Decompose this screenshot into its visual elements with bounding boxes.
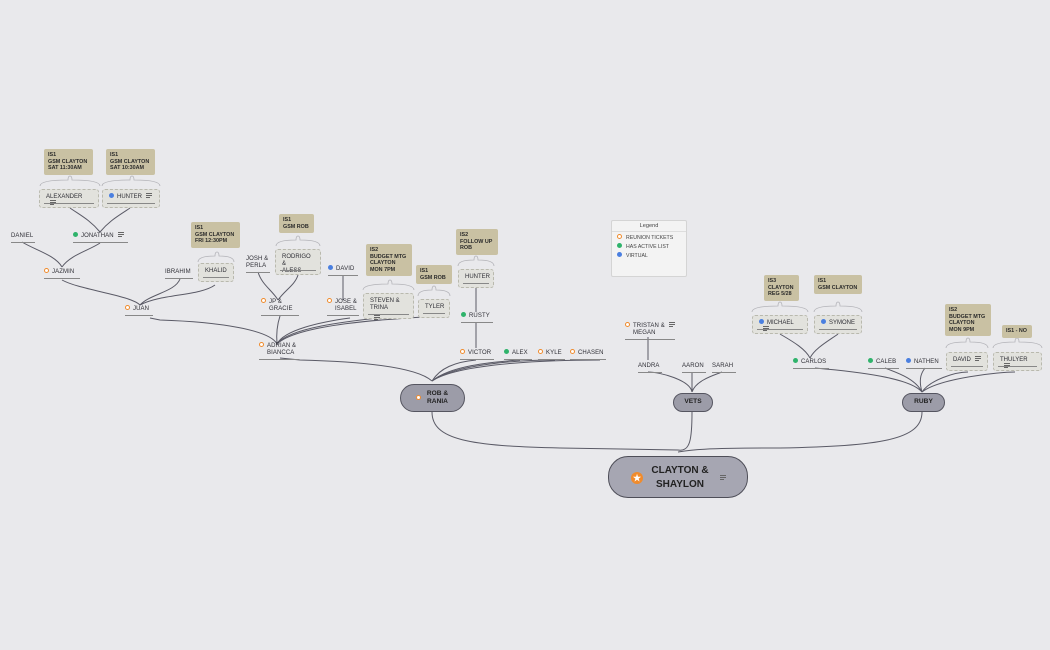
- node-jp-gracie[interactable]: JP &GRACIE: [261, 298, 299, 316]
- legend-title: Legend: [612, 221, 686, 232]
- notes-icon: [50, 200, 56, 205]
- reunion-ticket-icon: [538, 349, 543, 354]
- node-tyler[interactable]: TYLER: [418, 299, 450, 318]
- branch-rob-line2: RANIA: [427, 398, 448, 405]
- node-nathen[interactable]: NATHEN: [906, 358, 942, 370]
- notes-icon: [146, 193, 152, 198]
- node-symone[interactable]: SYMONE: [814, 315, 862, 334]
- node-jazmin[interactable]: JAZMIN: [44, 268, 80, 280]
- check-icon: [793, 358, 798, 363]
- node-adrian-biancca[interactable]: ADRIAN &BIANCCA: [259, 342, 299, 360]
- node-alexander[interactable]: ALEXANDER: [39, 189, 99, 208]
- branch-ruby-label: RUBY: [914, 398, 933, 405]
- virtual-icon: [821, 319, 826, 324]
- legend: Legend REUNION TICKETS HAS ACTIVE LIST V…: [611, 220, 687, 277]
- reunion-ticket-icon: [416, 395, 421, 400]
- notes-icon: [1004, 363, 1010, 368]
- node-andra[interactable]: ANDRA: [638, 363, 662, 373]
- node-tristan-megan[interactable]: TRISTAN &MEGAN: [625, 322, 675, 340]
- node-daniel[interactable]: DANIEL: [11, 233, 35, 243]
- check-icon: [868, 358, 873, 363]
- reunion-ticket-icon: [259, 342, 264, 347]
- virtual-icon: [109, 193, 114, 198]
- root-label-line2: SHAYLON: [656, 479, 704, 490]
- reunion-ticket-icon: [570, 349, 575, 354]
- notes-icon: [720, 475, 728, 481]
- check-icon: [461, 312, 466, 317]
- star-icon: ★: [631, 472, 643, 484]
- root-label-line1: CLAYTON &: [651, 465, 709, 476]
- node-ibrahim[interactable]: IBRAHIM: [165, 269, 193, 279]
- virtual-icon: [906, 358, 911, 363]
- branch-rob-rania[interactable]: ROB & RANIA: [400, 384, 465, 412]
- virtual-icon: [328, 265, 333, 270]
- node-jonathan[interactable]: JONATHAN: [73, 232, 128, 244]
- notes-icon: [374, 315, 380, 320]
- node-hunter-2[interactable]: HUNTER: [458, 269, 494, 288]
- notes-icon: [668, 322, 675, 327]
- node-david-2[interactable]: DAVID: [946, 352, 988, 371]
- branch-rob-line1: ROB &: [426, 390, 449, 397]
- legend-item-reunion: REUNION TICKETS: [612, 232, 686, 241]
- node-hunter-1[interactable]: HUNTER: [102, 189, 160, 208]
- node-khalid[interactable]: KHALID: [198, 263, 234, 282]
- reunion-ticket-icon: [617, 234, 622, 240]
- branch-vets[interactable]: VETS: [673, 393, 713, 412]
- reunion-ticket-icon: [625, 322, 630, 327]
- reunion-ticket-icon: [261, 298, 266, 303]
- node-jose-isabel[interactable]: JOSE &ISABEL: [327, 298, 359, 316]
- tag-thulyer: IS1 - NO: [1002, 325, 1032, 338]
- reunion-ticket-icon: [327, 298, 332, 303]
- node-rodrigo-aless[interactable]: RODRIGO &ALESS: [275, 249, 321, 275]
- node-steven-trina[interactable]: STEVEN &TRINA: [363, 293, 414, 320]
- notes-icon: [763, 326, 769, 332]
- node-caleb[interactable]: CALEB: [868, 358, 899, 370]
- legend-item-virtual: VIRTUAL: [612, 250, 686, 259]
- node-kyle[interactable]: KYLE: [538, 349, 565, 361]
- virtual-icon: [617, 252, 622, 258]
- node-chasen[interactable]: CHASEN: [570, 349, 606, 361]
- root-node[interactable]: ★ CLAYTON & SHAYLON: [608, 456, 748, 498]
- node-carlos[interactable]: CARLOS: [793, 358, 829, 370]
- node-thulyer[interactable]: THULYER: [993, 352, 1042, 371]
- check-icon: [617, 243, 622, 249]
- node-juan[interactable]: JUAN: [125, 305, 153, 317]
- node-josh-perla[interactable]: JOSH &PERLA: [246, 256, 270, 273]
- check-icon: [504, 349, 509, 354]
- node-david-1[interactable]: DAVID: [328, 265, 358, 277]
- reunion-ticket-icon: [460, 349, 465, 354]
- node-alex[interactable]: ALEX: [504, 349, 532, 361]
- branch-vets-label: VETS: [684, 398, 702, 405]
- notes-icon: [117, 232, 124, 237]
- reunion-ticket-icon: [44, 268, 49, 273]
- node-sarah[interactable]: SARAH: [712, 363, 736, 373]
- legend-item-active: HAS ACTIVE LIST: [612, 241, 686, 250]
- node-victor[interactable]: VICTOR: [460, 349, 494, 361]
- node-rusty[interactable]: RUSTY: [461, 312, 493, 324]
- node-aaron[interactable]: AARON: [682, 363, 706, 373]
- virtual-icon: [759, 319, 764, 324]
- reunion-ticket-icon: [125, 305, 130, 310]
- branch-ruby[interactable]: RUBY: [902, 393, 945, 412]
- node-michael[interactable]: MICHAEL: [752, 315, 808, 334]
- notes-icon: [974, 356, 981, 361]
- check-icon: [73, 232, 78, 237]
